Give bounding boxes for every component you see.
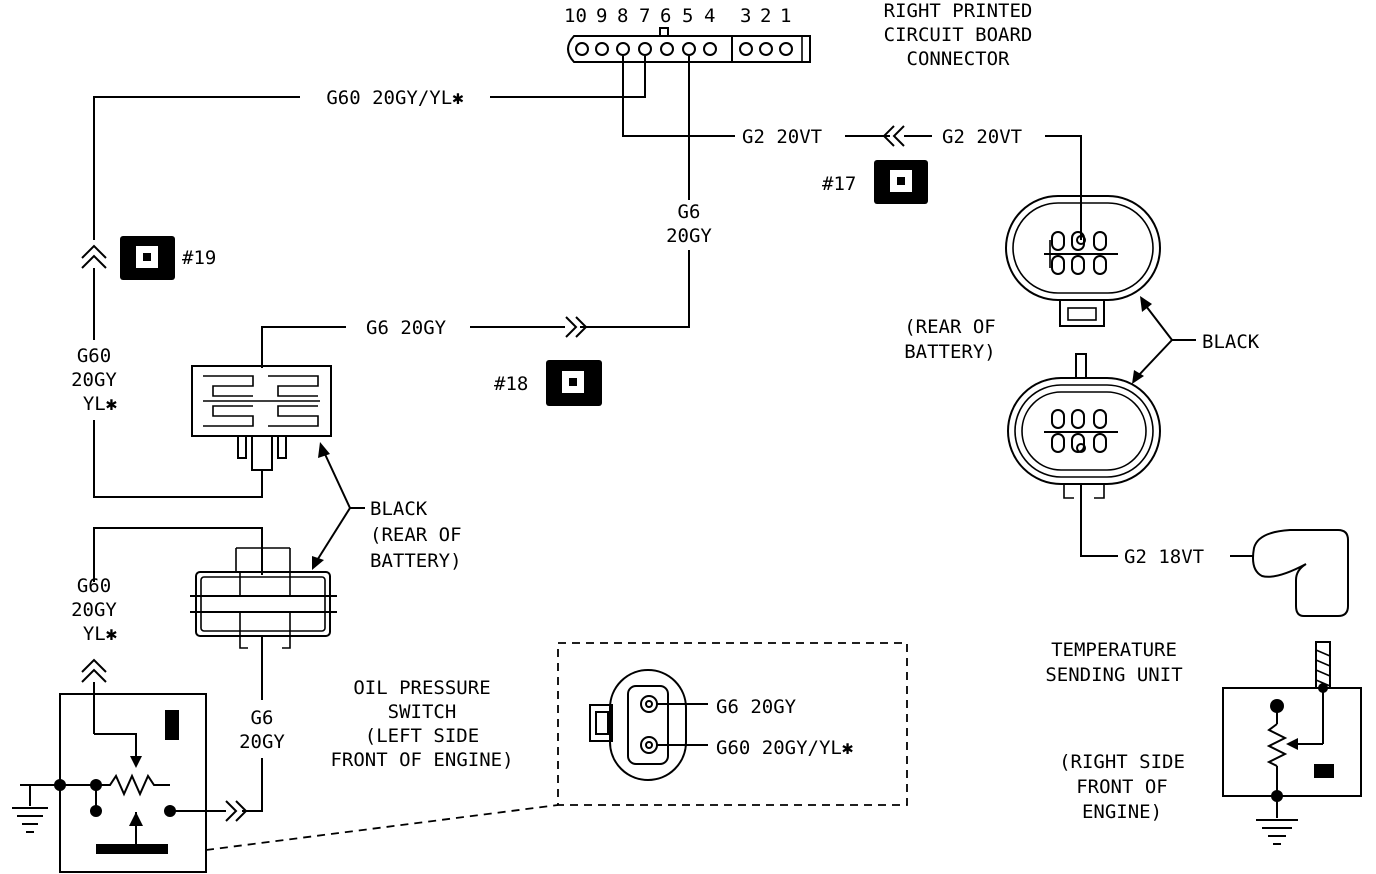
wire-g2-right bbox=[1045, 135, 1082, 240]
pin-number-1: 1 bbox=[780, 5, 791, 27]
wire-label-g60-low-2: 20GY bbox=[71, 599, 117, 621]
connector-19-label: #19 bbox=[182, 247, 216, 269]
wire-label-g2-left: G2 20VT bbox=[742, 126, 822, 148]
wire-g2-18vt-left bbox=[1080, 484, 1118, 557]
oil-switch-line3: (LEFT SIDE bbox=[365, 725, 479, 747]
pcb-connector bbox=[567, 27, 811, 63]
inset-box bbox=[557, 642, 908, 806]
black-connector-right-upper bbox=[1005, 195, 1161, 327]
pin-number-5: 5 bbox=[682, 5, 693, 27]
oil-switch-line4: FRONT OF ENGINE) bbox=[330, 749, 513, 771]
wire-label-g6-vert-2: 20GY bbox=[666, 225, 712, 247]
connector-17-label: #17 bbox=[822, 173, 856, 195]
pin-number-7: 7 bbox=[639, 5, 650, 27]
pin-number-2: 2 bbox=[760, 5, 771, 27]
inset-wire-g6: G6 20GY bbox=[716, 696, 797, 718]
wire-label-g60-left-2: 20GY bbox=[71, 369, 117, 391]
oil-pressure-switch-schematic bbox=[12, 682, 226, 873]
connector-17-icon bbox=[874, 160, 928, 204]
temp-sending-unit-schematic bbox=[1222, 641, 1362, 845]
pcb-title-line1: RIGHT PRINTED bbox=[884, 0, 1033, 22]
black-right-label: BLACK bbox=[1202, 331, 1260, 353]
arrowhead-left-up bbox=[318, 442, 330, 458]
black-left-line2: (REAR OF bbox=[370, 524, 462, 546]
pointer-black-right-down bbox=[1137, 339, 1173, 377]
pin-number-9: 9 bbox=[596, 5, 607, 27]
wire-g60-left-lower-loop bbox=[93, 527, 263, 582]
temp-unit-line1: TEMPERATURE bbox=[1051, 639, 1177, 661]
wire-g6-left bbox=[261, 326, 346, 368]
arrowhead-right-down bbox=[1132, 370, 1144, 384]
black-connector-left-lower bbox=[190, 547, 337, 649]
right-side-line1: (RIGHT SIDE bbox=[1059, 751, 1185, 773]
wire-g60-top-right bbox=[490, 56, 646, 98]
inset-wire-g60: G60 20GY/YL✱ bbox=[716, 737, 853, 759]
pin-number-8: 8 bbox=[617, 5, 628, 27]
wire-g6-vertical-bottom bbox=[580, 250, 690, 328]
rear-battery-line2: BATTERY) bbox=[904, 341, 996, 363]
wire-g60-left-lower bbox=[93, 420, 263, 498]
pointer-black-right-up bbox=[1145, 305, 1196, 341]
connector-19-icon bbox=[120, 236, 175, 280]
inline-connector-18-symbol bbox=[565, 316, 588, 338]
pointer-black-left-up bbox=[323, 451, 365, 509]
black-connector-left-upper bbox=[191, 365, 332, 471]
temp-unit-line2: SENDING UNIT bbox=[1045, 664, 1182, 686]
wire-g6-to-switch bbox=[242, 758, 263, 812]
wire-label-g60-top: G60 20GY/YL✱ bbox=[326, 87, 463, 109]
black-connector-right-lower bbox=[1007, 353, 1161, 499]
oil-switch-line1: OIL PRESSURE bbox=[353, 677, 490, 699]
black-left-line1: BLACK bbox=[370, 498, 428, 520]
pointer-black-left-down bbox=[315, 507, 351, 563]
black-left-line3: BATTERY) bbox=[370, 550, 462, 572]
oil-switch-line2: SWITCH bbox=[388, 701, 457, 723]
temp-sensor-plug bbox=[1252, 529, 1349, 617]
inline-connector-19-symbol bbox=[81, 244, 107, 269]
wire-label-g6-mid: G6 20GY bbox=[366, 317, 447, 339]
wire-label-g6-low-2: 20GY bbox=[239, 731, 285, 753]
connector-18-label: #18 bbox=[494, 373, 528, 395]
oil-switch-connector-inset bbox=[589, 669, 708, 781]
wire-g2-left bbox=[622, 56, 735, 137]
wire-label-g60-low-1: G60 bbox=[77, 575, 111, 597]
pin-number-6: 6 bbox=[660, 5, 671, 27]
arrowhead-left-down bbox=[312, 556, 324, 570]
wire-label-g2-18vt: G2 18VT bbox=[1124, 546, 1204, 568]
arrowhead-right-up bbox=[1140, 296, 1152, 312]
right-side-line3: ENGINE) bbox=[1082, 801, 1162, 823]
inline-connector-switch-symbol bbox=[225, 800, 248, 822]
pin-number-10: 10 bbox=[564, 5, 587, 27]
wire-label-g6-vert-1: G6 bbox=[678, 201, 701, 223]
pin-number-4: 4 bbox=[704, 5, 715, 27]
wire-label-g60-left-3: YL✱ bbox=[83, 393, 117, 415]
wire-label-g6-low-1: G6 bbox=[251, 707, 274, 729]
wire-label-g60-low-3: YL✱ bbox=[83, 623, 117, 645]
connector-18-icon bbox=[546, 360, 602, 406]
wire-g60-top-left bbox=[93, 96, 300, 240]
wire-label-g2-right: G2 20VT bbox=[942, 126, 1022, 148]
pcb-title-line2: CIRCUIT BOARD bbox=[884, 24, 1033, 46]
pcb-title-line3: CONNECTOR bbox=[907, 48, 1011, 70]
rear-battery-line1: (REAR OF bbox=[904, 316, 996, 338]
inline-connector-symbol-low bbox=[81, 658, 107, 683]
wire-label-g60-left-1: G60 bbox=[77, 345, 111, 367]
inline-connector-17-symbol bbox=[882, 125, 905, 147]
right-side-line2: FRONT OF bbox=[1076, 776, 1168, 798]
callout-line bbox=[205, 804, 559, 851]
pin-number-3: 3 bbox=[740, 5, 751, 27]
